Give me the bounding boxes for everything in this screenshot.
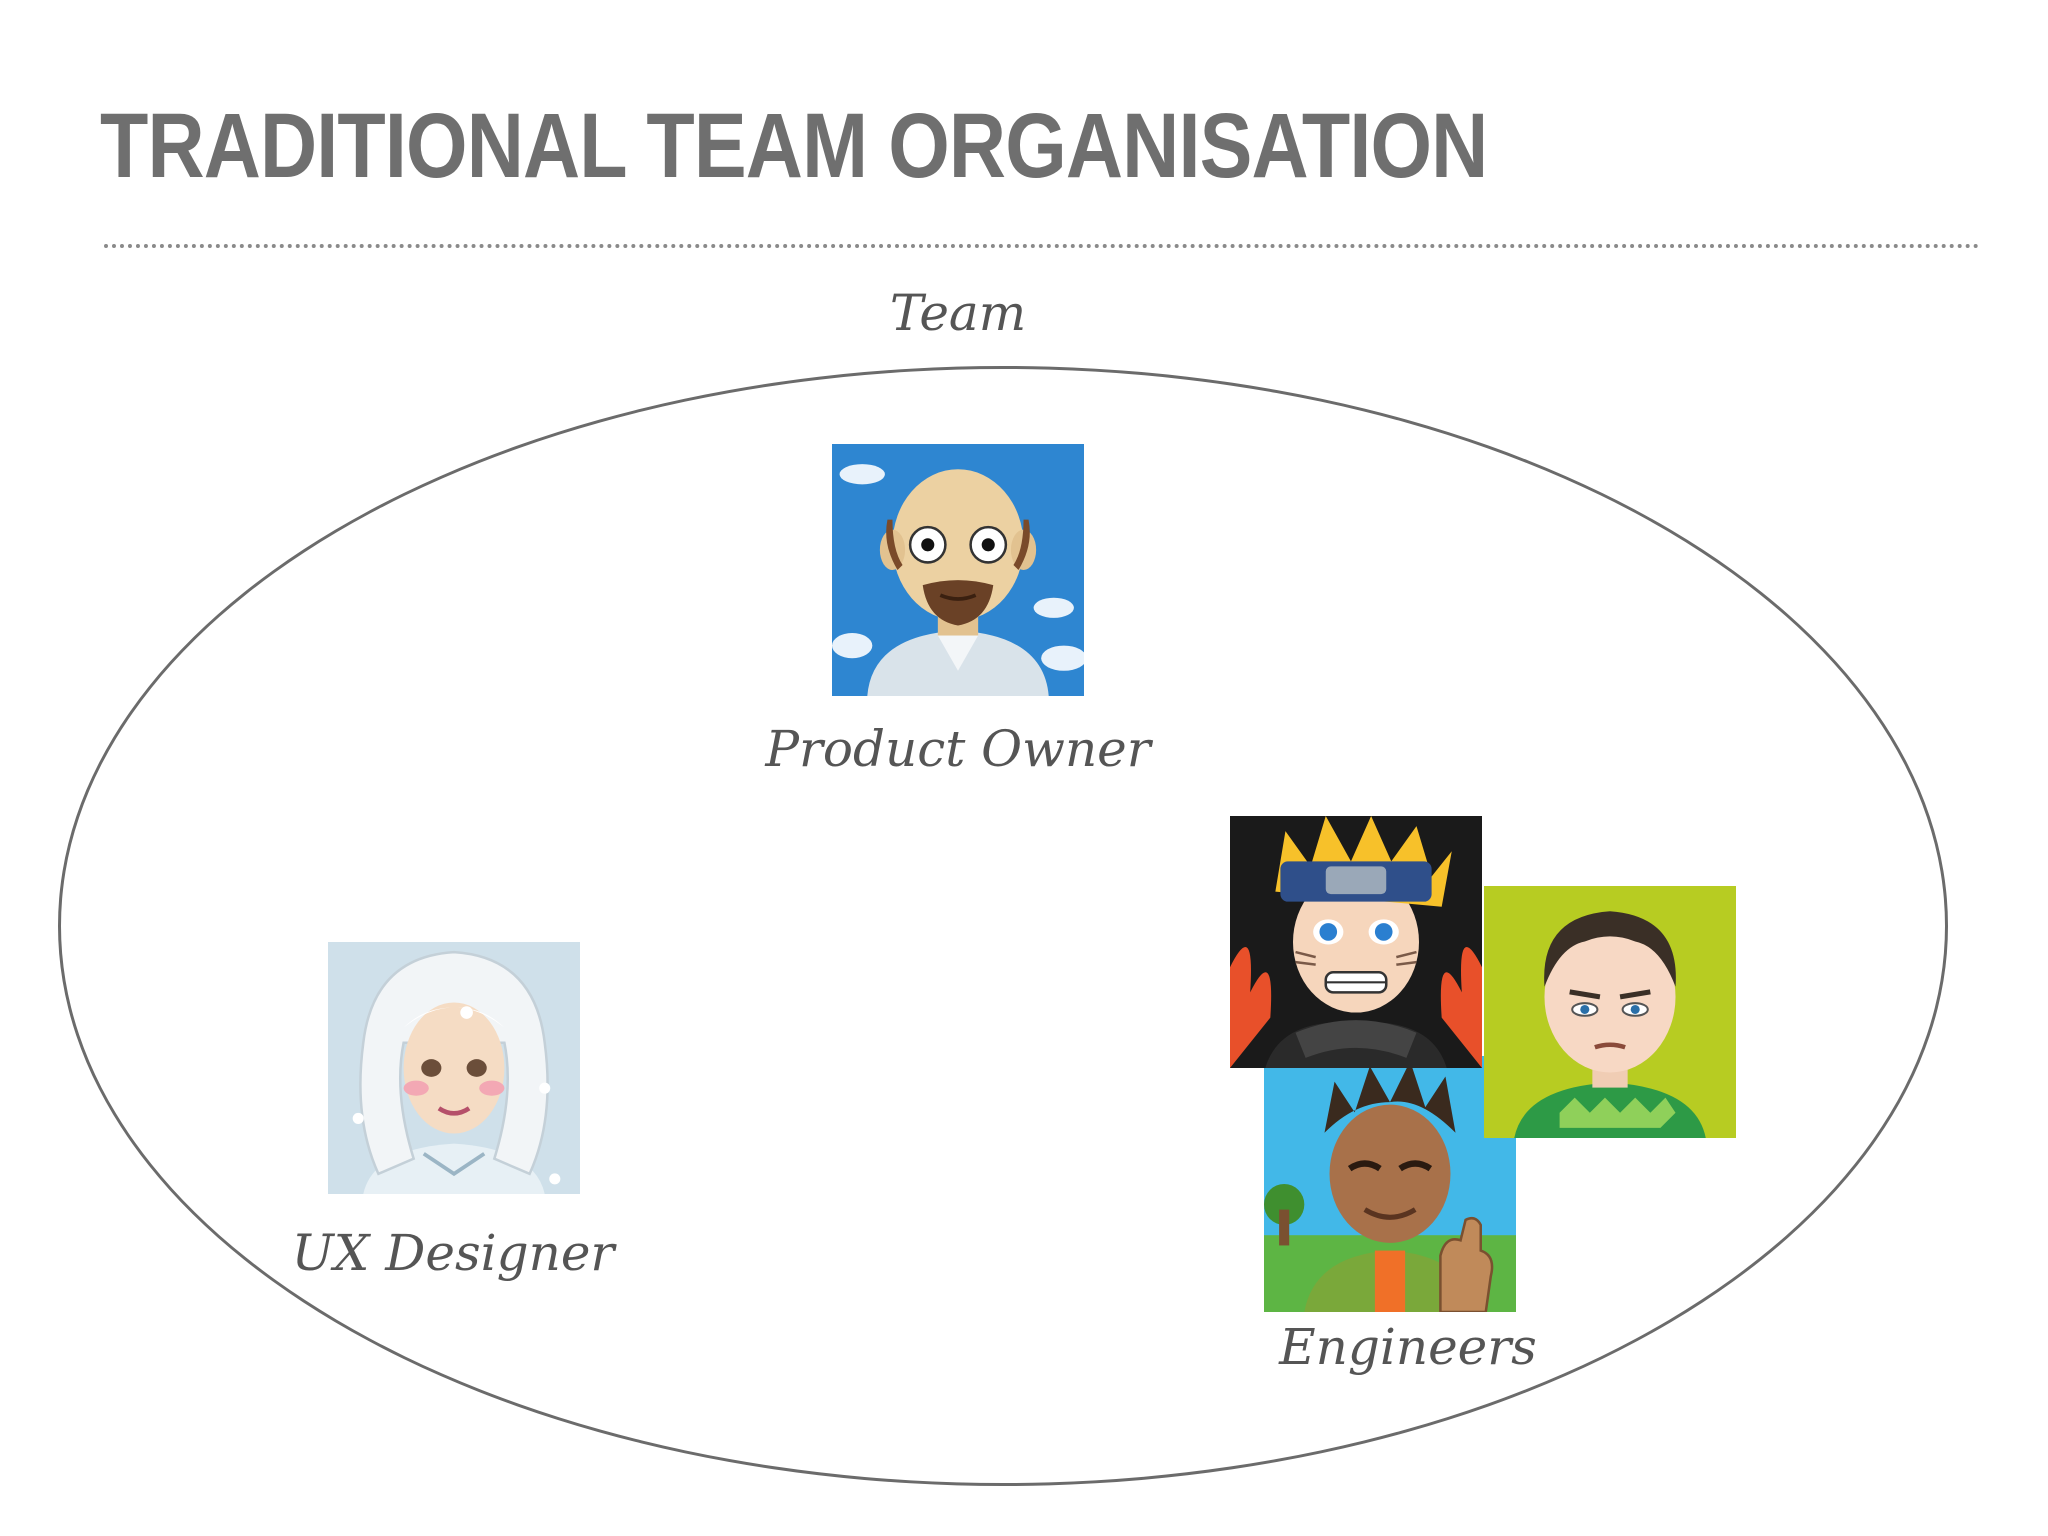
slide-title: TRADITIONAL TEAM ORGANISATION [100, 95, 1488, 197]
white-haired-woman-avatar-icon [328, 942, 580, 1194]
team-label: Team [889, 284, 1027, 342]
ninja-headband-avatar-icon [1230, 816, 1482, 1068]
team-boundary-ellipse [58, 366, 1948, 1486]
thumbs-up-man-avatar-icon [1264, 1056, 1516, 1312]
engineers-label: Engineers [1279, 1318, 1537, 1376]
bald-man-avatar-icon [832, 444, 1084, 696]
title-divider [104, 244, 1980, 248]
product-owner-label: Product Owner [765, 720, 1151, 778]
green-sweater-man-avatar-icon [1484, 886, 1736, 1138]
ux-designer-label: UX Designer [291, 1224, 615, 1282]
